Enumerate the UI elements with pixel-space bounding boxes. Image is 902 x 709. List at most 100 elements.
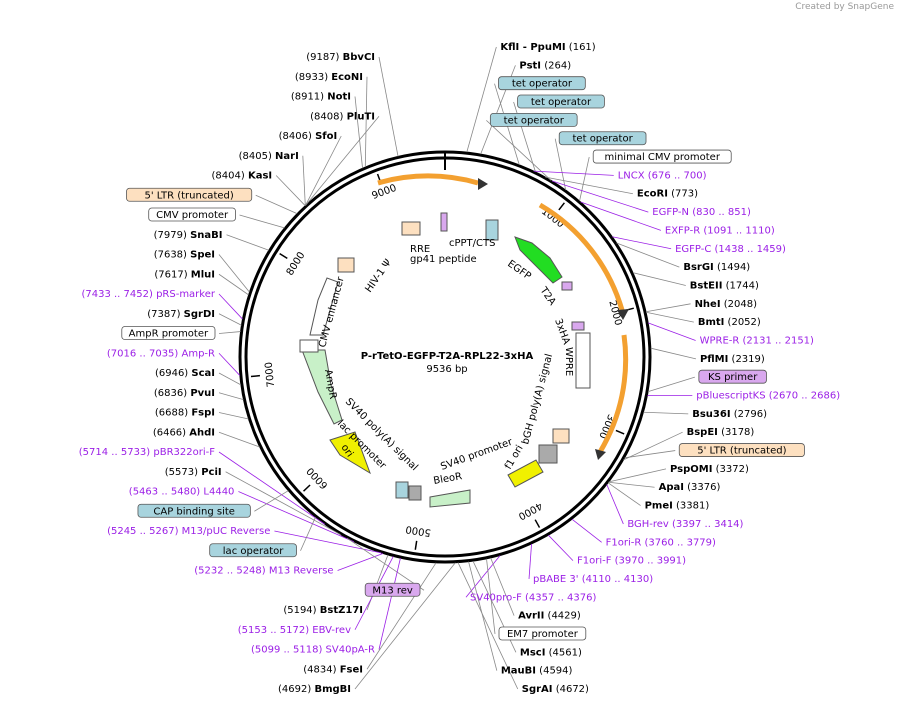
site-label: SgrAI (4672) [522,684,589,695]
feature-box-label: CAP binding site [153,506,235,517]
snapgene-watermark: Created by SnapGene [795,2,894,12]
leader-line [607,482,641,506]
leader-line [643,411,689,415]
site-label: Bsu36I (2796) [692,409,767,420]
leader-line [225,471,341,536]
tick-8000 [279,252,288,260]
feature-ampr: AmpR [322,369,338,400]
site-label: (5194) BstZ17I [283,605,363,616]
primer-label: (5153 .. 5172) EBV-rev [238,625,351,636]
tick-3000 [615,429,625,435]
feature-box-label: CMV promoter [156,210,229,221]
leader-line [647,376,695,392]
feature-box-label: 5' LTR (truncated) [697,446,786,457]
leader-line [650,347,697,360]
site-label: NheI (2048) [695,299,758,310]
feature-3xha: 3xHA [552,317,572,346]
leader-line [302,155,306,206]
leader-line [528,543,532,579]
bgh-box [552,428,570,444]
3xha-box [571,321,585,331]
tick-label: 8000 [285,250,308,277]
leader-line [606,484,624,525]
leader-line [218,293,243,320]
egfp-arrow [514,236,563,284]
primer-label: (5099 .. 5118) SV40pA-R [251,645,375,656]
feature-box-label: 5' LTR (truncated) [144,190,233,201]
site-label: BstEII (1744) [690,280,759,291]
primer-label: WPRE-R (2131 .. 2151) [700,335,814,346]
leader-line [238,491,355,543]
primer-label: (7433 .. 7452) pRS-marker [81,289,215,300]
yellow-arrow-right [507,459,544,488]
leader-line [612,236,672,250]
leader-line [300,517,316,551]
leader-line [378,56,399,157]
leader-line [608,481,655,488]
leader-line [486,558,496,635]
leader-line [490,557,515,616]
feature-wpre: WPRE [563,347,574,376]
leader-line [366,554,389,611]
site-label: (4834) FseI [303,664,363,675]
leader-line [354,96,363,169]
site-label: ApaI (3376) [659,482,721,493]
feature-box-label: minimal CMV promoter [604,152,720,163]
leader-line [579,156,590,202]
leader-line [552,180,649,213]
site-label: (8405) NarI [239,151,299,162]
primer-label: F1ori-R (3760 .. 3779) [606,537,716,548]
arc-orange-right1 [538,202,625,311]
feature-bleor: BleoR [433,471,463,487]
feature-bgh: bGH poly(A) signal [520,353,555,446]
leader-line [645,303,691,313]
cppt-box [485,219,499,241]
leader-line [378,558,401,650]
leader-line [305,135,342,206]
leader-lines [218,46,697,690]
bleor-arrow [429,489,471,508]
leader-line [548,534,574,561]
leader-line [646,311,694,323]
tick-5000 [414,540,418,550]
leader-line [608,468,667,483]
leader-line [218,331,241,334]
site-label: (8406) SfoI [279,131,338,142]
leader-line [468,561,498,671]
cmv-enhancer-arrow [309,277,339,336]
site-label: (9187) BbvCI [306,52,375,63]
right-labels: KflI - PpuMI (161)PstI (264)tet operator… [470,42,840,695]
psi-box [337,257,355,273]
leader-line [513,101,536,173]
leader-line [218,412,249,420]
feature-box [489,112,578,127]
leader-line [465,555,501,598]
arc-orange-right2 [597,334,629,454]
tick-label: 9000 [370,183,398,202]
site-label: BspEI (3178) [687,427,755,438]
ampr-promoter-box [299,339,319,353]
leader-line [623,431,683,461]
feature-box-label: tet operator [531,97,592,108]
primer-label: (5232 .. 5248) M13 Reverse [194,566,333,577]
leader-line [632,272,686,286]
feature-box [558,131,647,146]
feature-hiv1psi: HIV-1 Ψ [363,257,394,294]
feature-arcs [299,173,629,508]
leader-line [218,313,242,326]
tick-label: 7000 [264,361,277,387]
feature-box [498,626,587,641]
feature-t2a: T2A [537,285,558,308]
plasmid-size: 9536 bp [426,364,467,375]
feature-box [698,369,767,384]
plasmid-name: P-rTetO-EGFP-T2A-RPL22-3xHA [361,351,534,362]
feature-box-label: KS primer [708,372,758,383]
site-label: BsrGI (1494) [683,262,750,273]
tick-6000 [303,484,311,492]
feature-box [517,94,605,109]
site-label: (8911) NotI [291,92,351,103]
site-label: (6688) FspI [155,408,215,419]
leader-line [364,76,368,168]
leader-line [239,214,285,229]
